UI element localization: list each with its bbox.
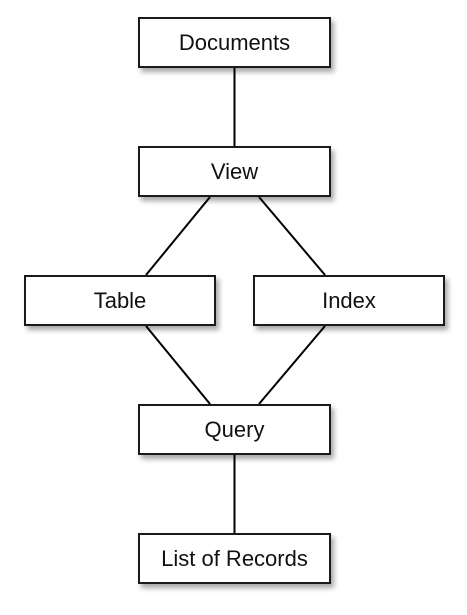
table-node: Table: [24, 275, 216, 326]
index-label: Index: [322, 287, 376, 313]
query-node: Query: [138, 404, 331, 455]
edge-view-table: [145, 196, 211, 276]
documents-label: Documents: [178, 29, 291, 55]
list-of-records-node: List of Records: [138, 533, 331, 584]
query-label: Query: [204, 416, 265, 442]
table-label: Table: [93, 287, 147, 313]
edge-view-index: [258, 196, 326, 276]
index-node: Index: [253, 275, 445, 326]
documents-node: Documents: [138, 17, 331, 68]
edge-index-query: [258, 325, 326, 405]
view-node: View: [138, 146, 331, 197]
view-label: View: [210, 158, 259, 184]
list-of-records-label: List of Records: [161, 545, 308, 571]
edge-table-query: [145, 325, 211, 405]
